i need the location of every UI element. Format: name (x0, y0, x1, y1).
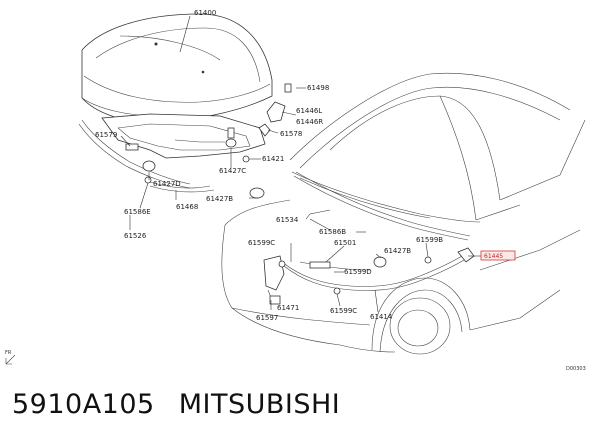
hood-panel (81, 13, 273, 123)
reference-label[interactable]: 61445 (484, 253, 503, 260)
label-61534: 61534 (276, 216, 299, 224)
label-61599c-b: 61599C (330, 307, 357, 315)
label-61471: 61471 (277, 304, 299, 312)
label-61597: 61597 (256, 314, 278, 322)
label-61578: 61578 (280, 130, 302, 138)
label-61501: 61501 (334, 239, 356, 247)
front-label: FR (5, 350, 12, 356)
label-61599d: 61599D (344, 268, 372, 276)
part-number: 5910A105 (12, 389, 155, 420)
label-61427d: 61427D (153, 180, 181, 188)
label-61586b: 61586B (319, 228, 346, 236)
parts-diagram: 61400 61498 61446L 61446R 61578 61579 61… (5, 9, 586, 372)
label-61400: 61400 (194, 9, 216, 17)
label-61599b: 61599B (416, 236, 443, 244)
leader-lines (120, 15, 481, 313)
hood-latch (263, 255, 286, 305)
brand-name: MITSUBISHI (178, 389, 341, 420)
car-body (221, 72, 586, 355)
label-61446r: 61446R (296, 118, 323, 126)
label-61446l: 61446L (296, 107, 322, 115)
front-arrow-icon (5, 354, 16, 365)
release-cable (281, 247, 475, 295)
label-61468: 61468 (176, 203, 198, 211)
label-61427b-b: 61427B (384, 247, 411, 255)
label-61427b: 61427B (206, 195, 233, 203)
label-61526: 61526 (124, 232, 147, 240)
reference-box[interactable] (480, 250, 516, 261)
label-61414: 61414 (370, 313, 393, 321)
label-61586e: 61586E (124, 208, 151, 216)
label-61599c-a: 61599C (248, 239, 275, 247)
diagram-code: D00303 (566, 366, 586, 372)
hood-inner-frame (101, 113, 266, 159)
label-61579: 61579 (95, 131, 117, 139)
label-61427c: 61427C (219, 167, 246, 175)
hood-small-parts (125, 83, 292, 199)
hood-seal-strip (293, 171, 471, 241)
label-61498: 61498 (307, 84, 329, 92)
label-61421: 61421 (262, 155, 284, 163)
weatherstrip (78, 119, 215, 193)
caption: 5910A105 MITSUBISHI (12, 389, 340, 420)
